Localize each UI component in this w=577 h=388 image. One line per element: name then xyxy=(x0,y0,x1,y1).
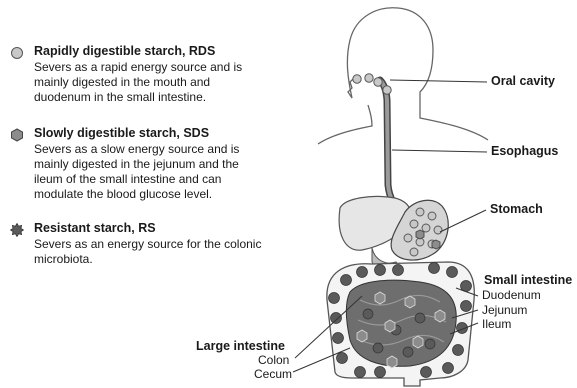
label-oral-cavity: Oral cavity xyxy=(491,74,555,88)
head-outline xyxy=(318,8,488,144)
label-jejunum: Jejunum xyxy=(482,303,527,317)
small-intestine xyxy=(346,280,456,366)
esophagus-tube xyxy=(380,80,405,215)
label-esophagus: Esophagus xyxy=(491,144,558,158)
label-large-intestine: Large intestine xyxy=(196,339,285,353)
label-colon: Colon xyxy=(258,353,289,367)
label-duodenum: Duodenum xyxy=(482,288,541,302)
label-ileum: Ileum xyxy=(482,317,511,331)
label-cecum: Cecum xyxy=(254,367,292,381)
label-small-intestine: Small intestine xyxy=(484,273,572,287)
label-stomach: Stomach xyxy=(490,202,543,216)
